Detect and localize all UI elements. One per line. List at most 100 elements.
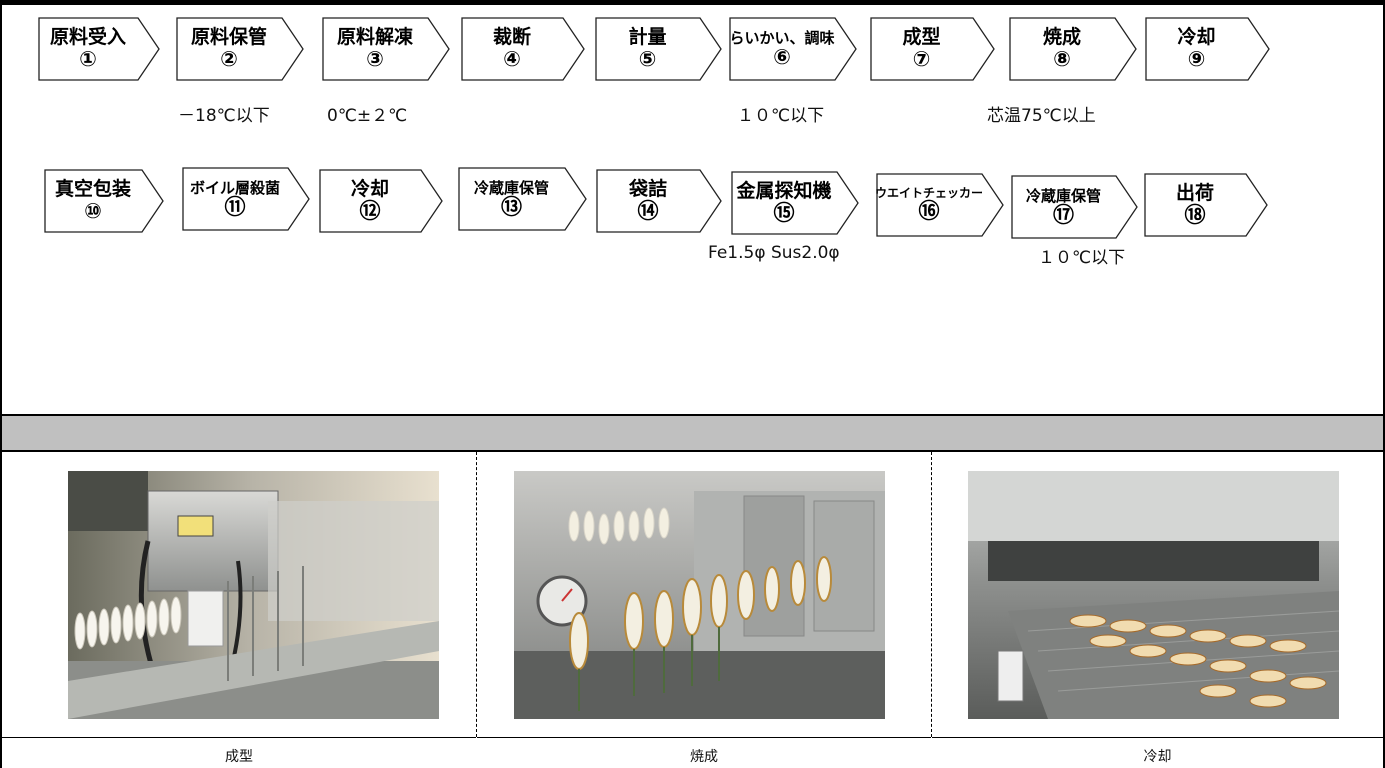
- step-number: ⑪: [224, 194, 246, 219]
- step-name: ウエイトチェッカー: [875, 186, 984, 201]
- step-name: 原料保管: [190, 26, 267, 49]
- pentagon-arrow-outline: [595, 17, 722, 81]
- photo-caption: 冷却: [932, 737, 1383, 768]
- step-name: 計量: [628, 26, 667, 49]
- temperature-note: １０℃以下: [1038, 248, 1126, 268]
- step-number: ⑬: [501, 194, 522, 219]
- pentagon-arrow-shape: [458, 167, 587, 231]
- pentagon-arrow-shape: [870, 17, 995, 81]
- step-number: ⑭: [637, 198, 659, 223]
- pentagon-arrow-shape: [1011, 175, 1138, 239]
- photo-cell: 成型: [2, 452, 476, 768]
- step-number: ⑯: [918, 199, 940, 224]
- step-number: ⑤: [638, 46, 657, 71]
- column-divider: [931, 452, 932, 737]
- pentagon-arrow-shape: [1144, 173, 1268, 237]
- pentagon-arrow-shape: [596, 169, 722, 233]
- photo-cell: 冷却: [932, 452, 1383, 768]
- step-number: ⑮: [773, 200, 795, 225]
- step-name: 原料受入: [49, 26, 126, 49]
- step-number: ③: [366, 46, 384, 71]
- pentagon-arrow-shape: [176, 17, 304, 81]
- step-number: ⑧: [1053, 46, 1071, 71]
- step-name: 裁断: [492, 26, 531, 49]
- pentagon-arrow-outline: [322, 17, 450, 81]
- pentagon-arrow-outline: [176, 17, 304, 81]
- pentagon-arrow-shape: [461, 17, 585, 81]
- step-name: ボイル層殺菌: [189, 178, 280, 197]
- step-name: 冷却: [350, 178, 389, 201]
- column-divider: [476, 452, 477, 737]
- baking-machine-photo: [514, 471, 885, 719]
- section-divider-band: [2, 414, 1383, 452]
- pentagon-arrow-shape: [38, 17, 160, 81]
- step-name: 金属探知機: [736, 180, 832, 203]
- pentagon-arrow-outline: [876, 173, 1004, 237]
- step-name: 冷却: [1177, 26, 1216, 49]
- pentagon-arrow-shape: [876, 173, 1004, 237]
- pentagon-arrow-outline: [1145, 17, 1270, 81]
- pentagon-arrow-outline: [1144, 173, 1268, 237]
- photo-caption: 成型: [2, 737, 476, 768]
- pentagon-arrow-outline: [182, 167, 310, 231]
- temperature-note: －18℃以下: [178, 106, 270, 126]
- step-number: ⑱: [1184, 202, 1206, 227]
- step-name: 焼成: [1042, 26, 1081, 49]
- step-name: 冷蔵庫保管: [473, 178, 549, 197]
- pentagon-arrow-shape: [1009, 17, 1137, 81]
- temperature-note: １０℃以下: [737, 106, 825, 126]
- pentagon-arrow-shape: [319, 169, 443, 233]
- pentagon-arrow-outline: [731, 171, 859, 235]
- pentagon-arrow-outline: [1011, 175, 1138, 239]
- photo-gallery: 成型: [2, 452, 1383, 768]
- pentagon-arrow-shape: [595, 17, 722, 81]
- pentagon-arrow-shape: [731, 171, 859, 235]
- pentagon-arrow-outline: [44, 169, 164, 233]
- pentagon-arrow-shape: [322, 17, 450, 81]
- temperature-note: 0℃±２℃: [327, 106, 408, 126]
- pentagon-arrow-shape: [182, 167, 310, 231]
- step-number: ⑦: [912, 46, 931, 71]
- step-name: 冷蔵庫保管: [1025, 186, 1101, 205]
- step-number: ②: [220, 46, 238, 71]
- photo-caption: 焼成: [477, 737, 931, 768]
- pentagon-arrow-outline: [319, 169, 443, 233]
- pentagon-arrow-shape: [44, 169, 164, 233]
- pentagon-arrow-outline: [1009, 17, 1137, 81]
- pentagon-arrow-shape: [1145, 17, 1270, 81]
- step-number: ⑩: [84, 198, 102, 223]
- photo-cell: 焼成: [477, 452, 931, 768]
- temperature-note: 芯温75℃以上: [987, 106, 1096, 126]
- pentagon-arrow-shape: [729, 17, 857, 81]
- pentagon-arrow-outline: [461, 17, 585, 81]
- step-name: 出荷: [1175, 182, 1214, 205]
- detection-note: Fe1.5φ Sus2.0φ: [708, 243, 840, 263]
- step-name: 成型: [902, 26, 941, 49]
- step-number: ⑰: [1053, 202, 1074, 227]
- step-number: ①: [79, 46, 97, 71]
- step-number: ⑫: [359, 198, 381, 223]
- step-name: 袋詰: [628, 178, 667, 201]
- cooling-conveyor-photo: [968, 471, 1339, 719]
- step-name: らいかい、調味: [729, 28, 835, 47]
- pentagon-arrow-outline: [458, 167, 587, 231]
